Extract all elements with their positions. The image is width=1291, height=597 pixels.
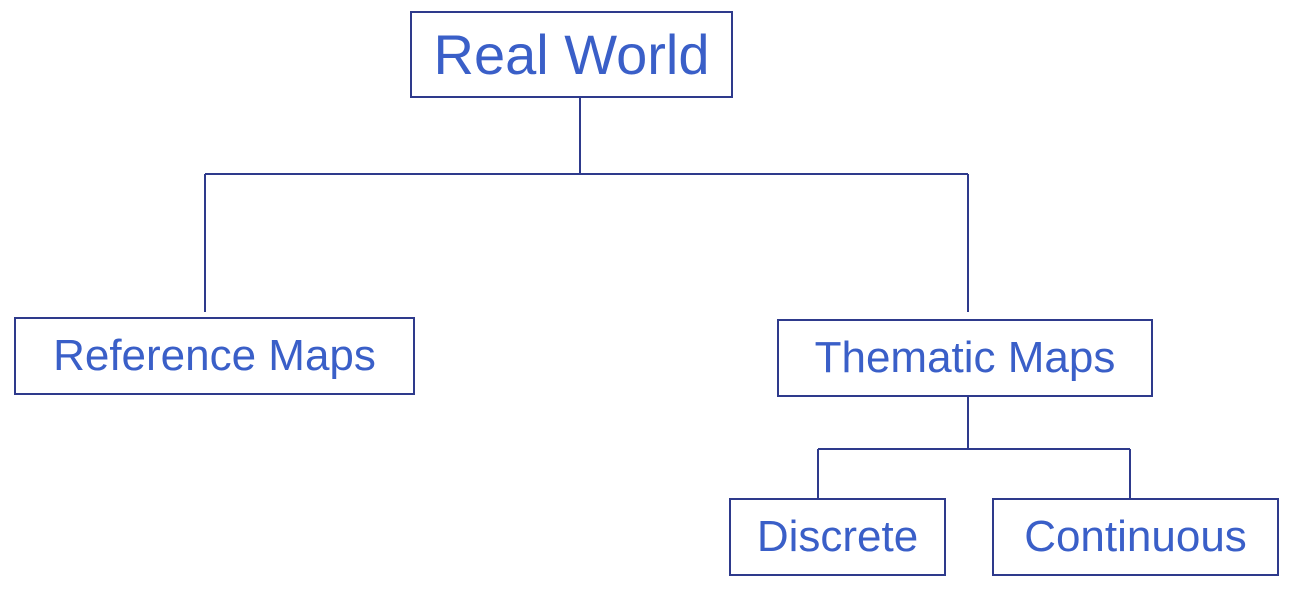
node-discrete: Discrete bbox=[729, 498, 946, 576]
node-label: Reference Maps bbox=[53, 331, 376, 380]
node-real-world: Real World bbox=[410, 11, 733, 98]
node-thematic-maps: Thematic Maps bbox=[777, 319, 1153, 397]
node-continuous: Continuous bbox=[992, 498, 1279, 576]
node-label: Discrete bbox=[756, 512, 919, 561]
node-reference-maps: Reference Maps bbox=[14, 317, 415, 395]
node-label: Real World bbox=[433, 22, 710, 86]
node-label: Continuous bbox=[1024, 512, 1247, 561]
node-label: Thematic Maps bbox=[814, 333, 1116, 382]
